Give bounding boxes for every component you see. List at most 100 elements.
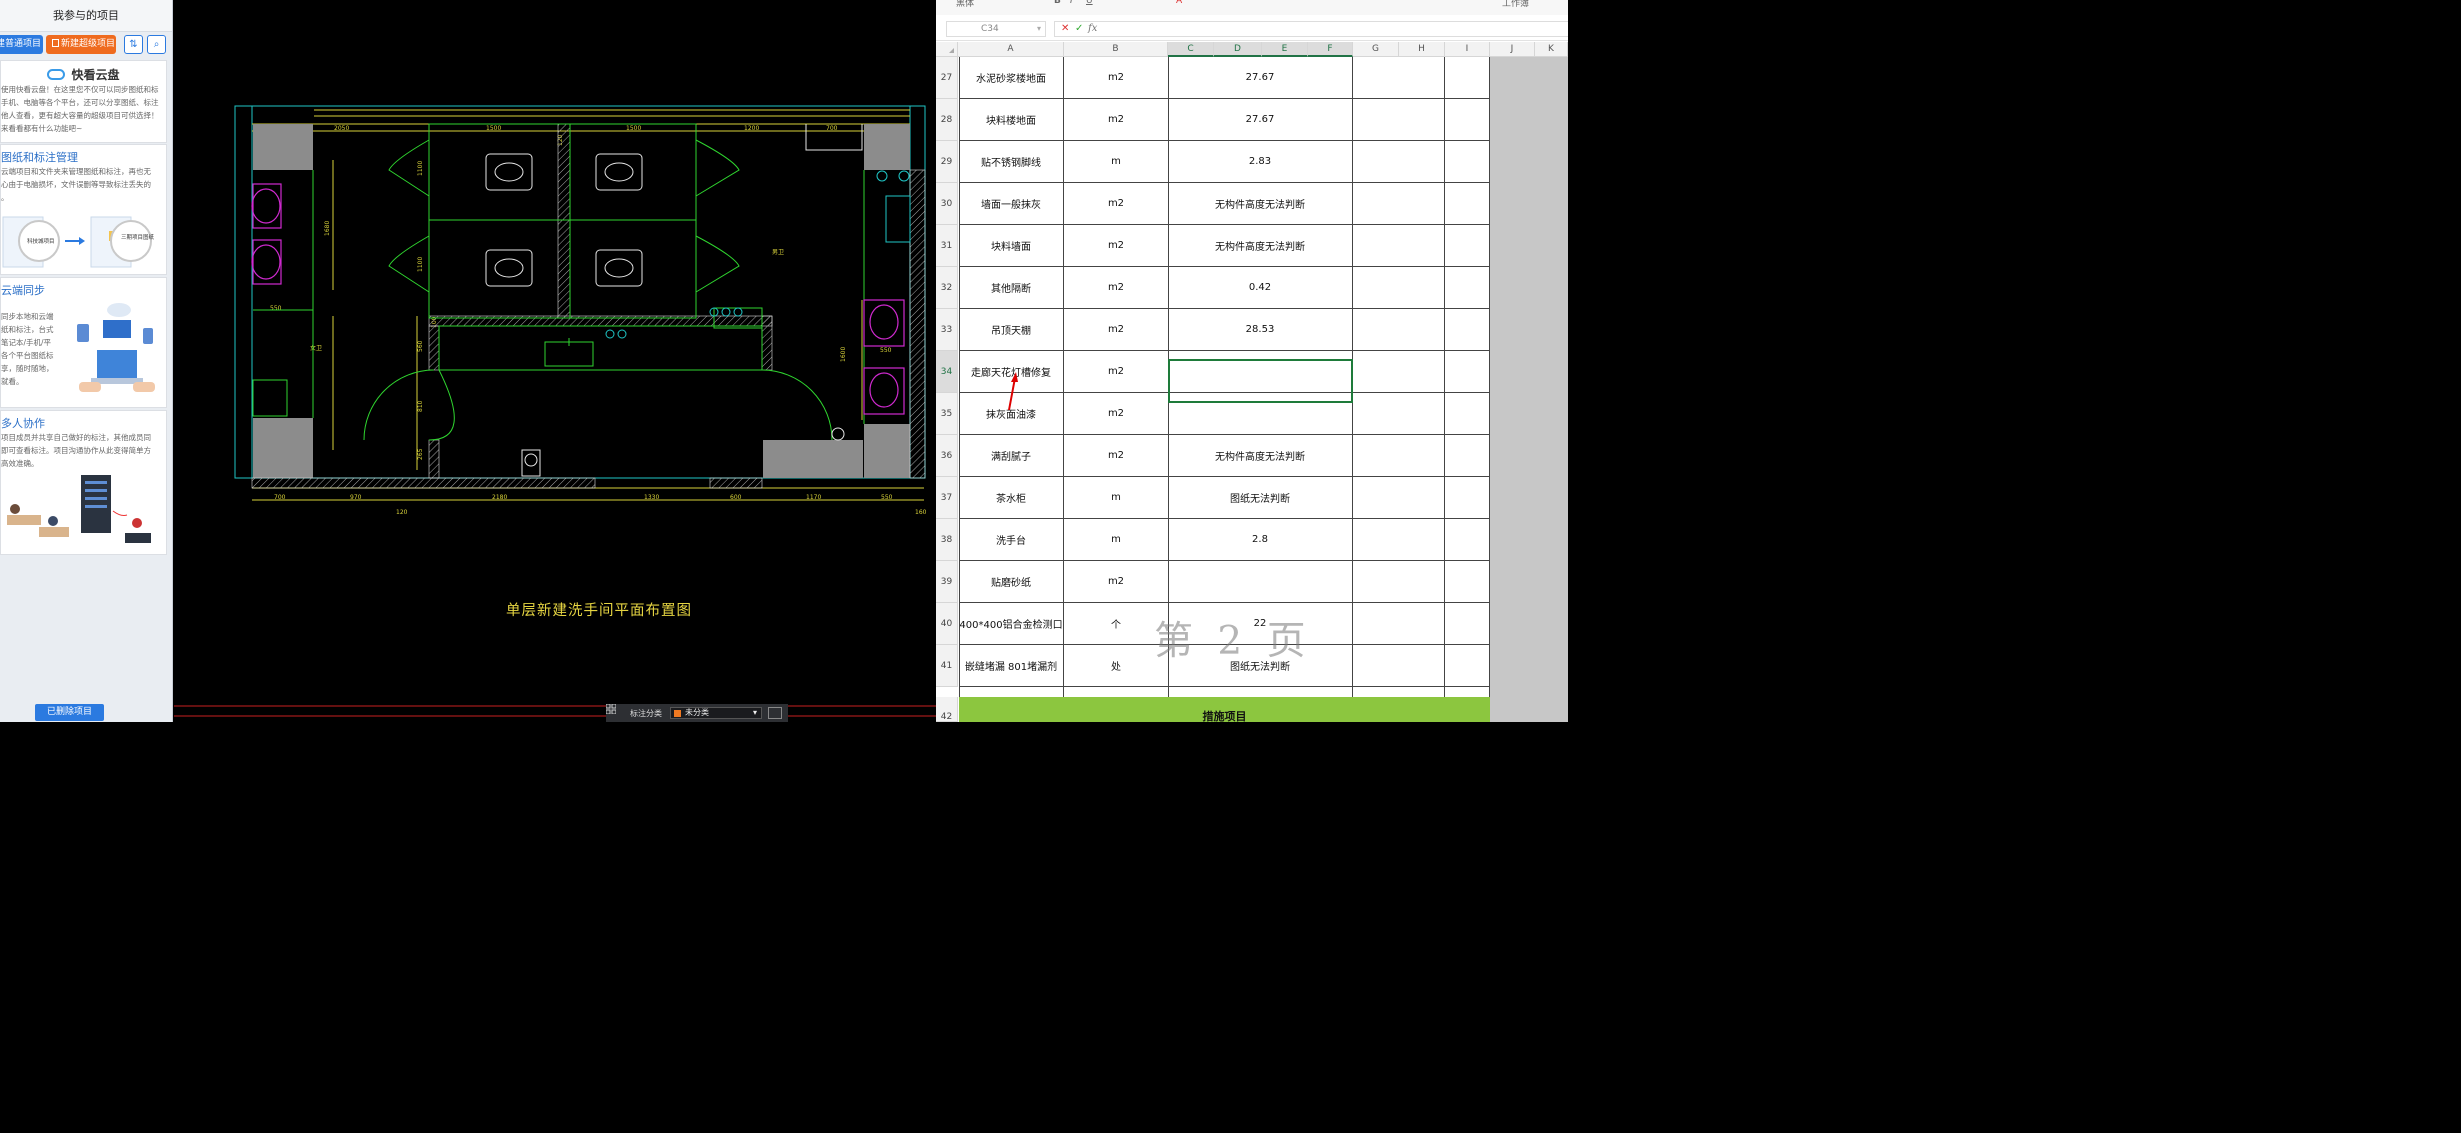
cell-unit[interactable]: m2 [1064, 183, 1168, 225]
cell-blank[interactable] [1353, 99, 1490, 141]
cell-item-name[interactable]: 嵌缝堵漏 801堵漏剂 [959, 645, 1063, 687]
cell-quantity[interactable]: 22 [1168, 603, 1352, 645]
cell-item-name[interactable]: 水泥砂浆楼地面 [959, 57, 1063, 99]
cell-item-name[interactable]: 贴磨砂纸 [959, 561, 1063, 603]
cell-blank[interactable] [1353, 645, 1490, 687]
cell-unit[interactable]: m2 [1064, 57, 1168, 99]
cell-item-name[interactable]: 块料墙面 [959, 225, 1063, 267]
row-42-measures[interactable]: 措施项目 [959, 697, 1490, 722]
cell-quantity[interactable]: 无构件高度无法判断 [1168, 225, 1352, 267]
selected-cell-c34[interactable] [1168, 359, 1353, 403]
cell-unit[interactable]: m2 [1064, 267, 1168, 309]
cell-quantity[interactable]: 图纸无法判断 [1168, 645, 1352, 687]
column-header[interactable]: G [1353, 42, 1399, 57]
row-header[interactable]: 40 [936, 603, 958, 645]
cell-blank[interactable] [1353, 393, 1490, 435]
cell-blank[interactable] [1353, 477, 1490, 519]
cell-unit[interactable]: m2 [1064, 99, 1168, 141]
sync-icon[interactable]: ⇅ [124, 35, 143, 54]
row-header[interactable]: 38 [936, 519, 958, 561]
cell-quantity[interactable]: 图纸无法判断 [1168, 477, 1352, 519]
cell-item-name[interactable]: 满刮腻子 [959, 435, 1063, 477]
column-header[interactable]: B [1064, 42, 1168, 57]
cell-quantity[interactable] [1168, 351, 1352, 393]
cell-quantity[interactable]: 无构件高度无法判断 [1168, 435, 1352, 477]
cancel-icon[interactable]: ✕ [1061, 23, 1070, 34]
row-header[interactable]: 33 [936, 309, 958, 351]
row-header[interactable]: 35 [936, 393, 958, 435]
cell-blank[interactable] [1353, 141, 1490, 183]
column-header[interactable]: K [1535, 42, 1568, 57]
cell-blank[interactable] [1353, 267, 1490, 309]
cell-unit[interactable]: m2 [1064, 393, 1168, 435]
cell-unit[interactable]: m2 [1064, 561, 1168, 603]
cell-unit[interactable]: m2 [1064, 225, 1168, 267]
new-normal-project-button[interactable]: 建普通项目 [0, 35, 43, 54]
cell-blank[interactable] [1353, 435, 1490, 477]
edit-icon[interactable] [768, 707, 782, 719]
cad-drawing-canvas[interactable]: 2050 1500 1500 1200 700 700 970 2180 133… [174, 0, 936, 722]
cell-quantity[interactable]: 0.42 [1168, 267, 1352, 309]
cell-unit[interactable]: 处 [1064, 645, 1168, 687]
column-header[interactable]: A [958, 42, 1064, 57]
column-header[interactable]: C [1168, 42, 1214, 57]
row-header[interactable]: 34 [936, 351, 958, 393]
row-header[interactable]: 30 [936, 183, 958, 225]
cell-blank[interactable] [1353, 225, 1490, 267]
cell-blank[interactable] [1353, 309, 1490, 351]
row-header[interactable]: 31 [936, 225, 958, 267]
deleted-projects-button[interactable]: 已删除项目 [35, 704, 104, 721]
row-header[interactable]: 28 [936, 99, 958, 141]
cell-item-name[interactable]: 走廊天花灯槽修复 [959, 351, 1063, 393]
cell-quantity[interactable] [1168, 561, 1352, 603]
cell-quantity[interactable]: 2.83 [1168, 141, 1352, 183]
name-box[interactable]: C34▾ [946, 21, 1046, 37]
cell-blank[interactable] [1353, 561, 1490, 603]
cell-unit[interactable]: m2 [1064, 435, 1168, 477]
function-icon[interactable]: fx [1088, 23, 1098, 34]
cell-blank[interactable] [1353, 351, 1490, 393]
new-super-project-button[interactable]: 新建超级项目 [46, 35, 116, 54]
row-header[interactable]: 41 [936, 645, 958, 687]
column-header[interactable]: I [1445, 42, 1490, 57]
cell-unit[interactable]: m [1064, 519, 1168, 561]
formula-input[interactable]: ✕ ✓ fx [1054, 21, 1568, 37]
select-all-corner[interactable] [936, 42, 958, 57]
cell-blank[interactable] [1353, 57, 1490, 99]
cell-quantity[interactable]: 27.67 [1168, 99, 1352, 141]
row-header[interactable]: 32 [936, 267, 958, 309]
row-header[interactable]: 37 [936, 477, 958, 519]
cell-item-name[interactable]: 贴不锈钢脚线 [959, 141, 1063, 183]
cell-blank[interactable] [1353, 603, 1490, 645]
cell-item-name[interactable]: 茶水柜 [959, 477, 1063, 519]
cell-unit[interactable]: m2 [1064, 351, 1168, 393]
cell-quantity[interactable] [1168, 393, 1352, 435]
bold-button[interactable]: B [1054, 0, 1061, 6]
workbook-tab[interactable]: 工作簿 [1502, 0, 1530, 9]
row-header[interactable]: 36 [936, 435, 958, 477]
search-icon[interactable]: ⌕ [147, 35, 166, 54]
cell-item-name[interactable]: 洗手台 [959, 519, 1063, 561]
cell-unit[interactable]: 个 [1064, 603, 1168, 645]
cell-quantity[interactable]: 2.8 [1168, 519, 1352, 561]
cell-unit[interactable]: m [1064, 141, 1168, 183]
row-header[interactable]: 29 [936, 141, 958, 183]
cell-item-name[interactable]: 墙面一般抹灰 [959, 183, 1063, 225]
row-header[interactable]: 39 [936, 561, 958, 603]
cell-item-name[interactable]: 抹灰面油漆 [959, 393, 1063, 435]
grid-icon[interactable] [606, 704, 616, 714]
font-color-icon[interactable]: A [1176, 0, 1183, 6]
italic-button[interactable]: I [1070, 0, 1073, 6]
underline-button[interactable]: U [1086, 0, 1093, 6]
confirm-icon[interactable]: ✓ [1075, 23, 1084, 34]
column-header[interactable]: F [1308, 42, 1353, 57]
cell-item-name[interactable]: 400*400铝合金检测口 [959, 603, 1063, 645]
cell-unit[interactable]: m2 [1064, 309, 1168, 351]
row-header[interactable]: 27 [936, 57, 958, 99]
cell-unit[interactable]: m [1064, 477, 1168, 519]
column-header[interactable]: H [1399, 42, 1445, 57]
floor-plan[interactable]: 2050 1500 1500 1200 700 700 970 2180 133… [174, 0, 936, 722]
cell-quantity[interactable]: 27.67 [1168, 57, 1352, 99]
cell-item-name[interactable]: 块料楼地面 [959, 99, 1063, 141]
